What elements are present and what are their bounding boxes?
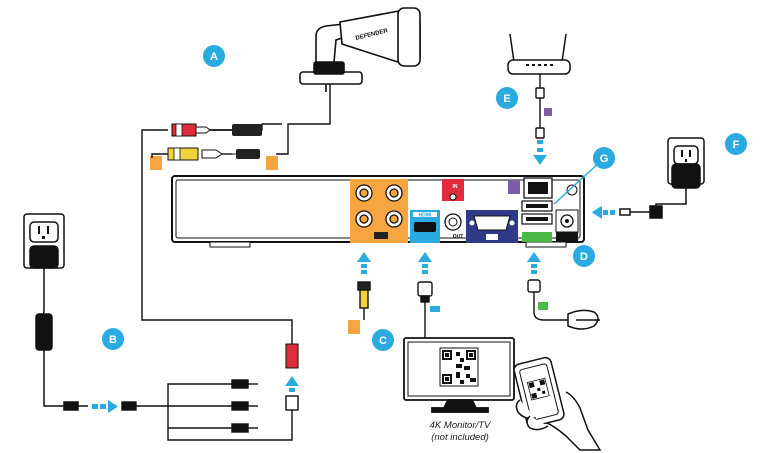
vga-port-panel — [466, 210, 518, 243]
svg-text:C: C — [379, 335, 387, 347]
siamese-cable — [141, 129, 293, 346]
camera-power-connector — [171, 123, 262, 137]
svg-text:IN: IN — [453, 184, 458, 190]
qr-code-icon — [526, 377, 550, 401]
audio-port-panel: IN OUT — [442, 179, 464, 240]
label-g: G — [553, 147, 615, 205]
svg-text:B: B — [109, 334, 117, 346]
svg-text:HDMI: HDMI — [419, 213, 432, 219]
router-icon — [507, 33, 571, 75]
hdmi-cable — [417, 281, 440, 340]
qr-code-icon — [439, 347, 479, 387]
cable-tag — [150, 156, 360, 334]
svg-text:F: F — [733, 139, 740, 151]
mouse-cable — [527, 279, 568, 321]
camera-cable — [210, 84, 331, 155]
svg-text:E: E — [503, 93, 510, 105]
svg-text:D: D — [580, 251, 588, 263]
label-d: D — [573, 245, 595, 267]
monitor-caption-note: (not included) — [431, 432, 489, 443]
wall-outlet-icon — [619, 137, 705, 219]
usb-ports — [521, 200, 553, 242]
hdmi-port: HDMI — [410, 210, 440, 243]
label-e: E — [496, 87, 518, 109]
label-a: A — [203, 45, 225, 67]
svg-text:OUT: OUT — [453, 234, 464, 240]
camera-video-connector — [167, 147, 260, 161]
ethernet-cable — [535, 74, 552, 139]
security-camera-icon — [299, 7, 421, 92]
label-c: C — [372, 329, 394, 351]
bnc-input-panel — [350, 179, 408, 243]
mouse-icon — [567, 309, 600, 330]
label-b: B — [102, 328, 124, 350]
network-port — [508, 177, 553, 199]
wall-outlet-icon — [23, 213, 88, 411]
power-port — [555, 184, 579, 242]
label-f: F — [725, 133, 747, 155]
power-connector-red — [285, 343, 299, 369]
smartphone-icon — [513, 356, 602, 451]
direction-arrows — [92, 140, 615, 413]
bnc-video-cable — [357, 281, 371, 320]
svg-text:A: A — [210, 51, 218, 63]
monitor-caption: 4K Monitor/TV — [430, 420, 492, 431]
svg-text:G: G — [600, 153, 609, 165]
power-splitter-cable — [121, 379, 299, 441]
